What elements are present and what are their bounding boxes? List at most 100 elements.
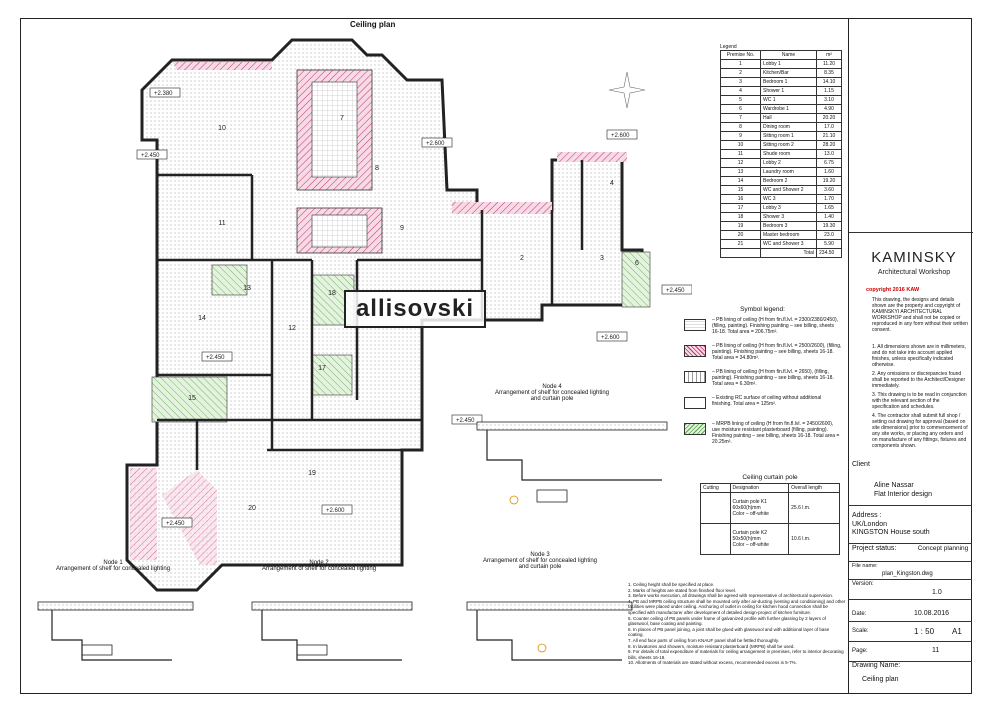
note-item: 3. Before works execution, all drawings … <box>628 593 834 599</box>
svg-text:15: 15 <box>188 395 196 402</box>
version: 1.0 <box>932 589 942 596</box>
curtain-row-k2: Curtain pole K2 50x50(h)mm Color – off-w… <box>700 523 840 555</box>
swatch-pb-high <box>684 371 706 383</box>
curtain-k1-designation: Curtain pole K1 60x60(h)mm Color – off-w… <box>729 492 790 524</box>
legend-premise-no: 7 <box>720 113 761 123</box>
legend-room-name: Sitting room 2 <box>759 140 818 150</box>
legend-premise-no: 11 <box>720 149 761 159</box>
legend-room-name: Master bedroom <box>759 230 818 240</box>
legend-total-label: Total <box>759 248 818 258</box>
svg-text:20: 20 <box>248 505 256 512</box>
date-label: Date: <box>852 611 867 617</box>
legend-room-area: 4.90 <box>816 104 842 114</box>
legend-room-area: 28.20 <box>816 140 842 150</box>
swatch-mrpb <box>684 423 706 435</box>
address-line-2: KINGSTON House south <box>852 529 930 536</box>
legend-room-area: 19.20 <box>816 176 842 186</box>
title-block <box>848 18 973 694</box>
note-item: 6. In places of PB panel joining, a join… <box>628 626 830 638</box>
tb-version: Version: 1.0 <box>848 580 972 600</box>
legend-premise-no: 8 <box>720 122 761 132</box>
curtain-k1-length: 25.6 l.m. <box>788 492 840 524</box>
legend-room-area: 21.10 <box>816 131 842 141</box>
curtain-col-length: Overall length <box>788 483 840 493</box>
legend-room-area: 3.10 <box>816 95 842 105</box>
note-item: 4. PB and MRPB ceiling structure shall b… <box>628 598 846 615</box>
svg-text:14: 14 <box>198 315 206 322</box>
legend-room-name: WC 3 <box>759 194 818 204</box>
plan-title: Ceiling plan <box>350 20 396 29</box>
legend-room-name: Bedroom 2 <box>759 176 818 186</box>
drawing-name-label: Drawing Name: <box>852 662 901 669</box>
symbol-item-3: – PB lining of ceiling (H from fin.fl.lv… <box>680 367 845 393</box>
tb-scale: Scale: 1 : 50 A1 <box>848 622 972 642</box>
legend-premise-no: 19 <box>720 221 761 231</box>
svg-text:+2.600: +2.600 <box>611 133 630 139</box>
project-status: Concept planning <box>917 545 969 552</box>
note-item: 2. Marks of heights are stated from fini… <box>628 587 737 593</box>
swatch-pb-low <box>684 319 706 331</box>
legend-premise-no: 21 <box>720 239 761 249</box>
legend-room-name: Dining room <box>759 122 818 132</box>
svg-text:+2.380: +2.380 <box>154 91 173 97</box>
legend-room-name: Shower 3 <box>759 212 818 222</box>
legend-premise-no: 13 <box>720 167 761 177</box>
remark-item: 1. All dimensions shown are in millimete… <box>872 344 966 368</box>
legend-premise-no: 20 <box>720 230 761 240</box>
curtain-col-cutting: Cutting <box>700 483 731 493</box>
page-number: 11 <box>932 647 940 654</box>
legend-premise-no: 14 <box>720 176 761 186</box>
legend-premise-no: 1 <box>720 59 761 69</box>
svg-text:+2.450: +2.450 <box>456 418 475 424</box>
date: 10.08.2016 <box>914 610 950 617</box>
client-name: Aline Nassar <box>874 482 914 489</box>
node-3-title: Node 3 Arrangement of shelf for conceale… <box>480 552 600 570</box>
legend-col-premise: Premise No. <box>720 50 761 60</box>
node-1-label: Node 1 <box>103 560 123 566</box>
curtain-row-k1: Curtain pole K1 60x60(h)mm Color – off-w… <box>700 492 840 524</box>
curtain-k1-color: Color – off-white <box>732 511 769 517</box>
legend-room-name: Lobby 3 <box>759 203 818 213</box>
legend-room-name: WC and Shower 3 <box>759 239 818 249</box>
curtain-k2-size: 50x50(h)mm <box>732 536 761 542</box>
note-item: 7. All end face parts of ceiling from KN… <box>628 637 779 643</box>
svg-text:18: 18 <box>328 290 336 297</box>
svg-text:12: 12 <box>288 325 296 332</box>
legend-premise-no: 3 <box>720 77 761 87</box>
curtain-title: Ceiling curtain pole <box>742 474 798 481</box>
legend-premise-no: 16 <box>720 194 761 204</box>
node-4-title: Node 4 Arrangement of shelf for conceale… <box>492 384 612 402</box>
tb-blank-top <box>849 18 973 233</box>
symbol-item-5: – MRPB lining of ceiling (H from fin.fl.… <box>680 419 845 445</box>
svg-text:+2.450: +2.450 <box>206 355 225 361</box>
legend-room-name: Wardrobe 1 <box>759 104 818 114</box>
legend-room-area: 11.20 <box>816 59 842 69</box>
legend-room-area: 20.20 <box>816 113 842 123</box>
legend-room-name: Sitting room 1 <box>759 131 818 141</box>
svg-text:3: 3 <box>600 255 604 262</box>
drawing-frame <box>20 18 972 694</box>
logo-text: KAMINSKY <box>871 249 957 266</box>
address-line-1: UK/London <box>852 521 888 528</box>
legend-room-name: Laundry room <box>759 167 818 177</box>
note-item: 5. Counter ceiling of PB panels under fr… <box>628 615 826 627</box>
svg-text:+2.450: +2.450 <box>666 288 685 294</box>
legend-room-name: Bedroom 1 <box>759 77 818 87</box>
svg-text:+2.600: +2.600 <box>601 335 620 341</box>
node-2-subtitle: Arrangement of shelf for concealed light… <box>262 566 377 572</box>
node-3-subtitle: Arrangement of shelf for concealed light… <box>482 558 598 570</box>
scale: 1 : 50 <box>914 627 935 636</box>
